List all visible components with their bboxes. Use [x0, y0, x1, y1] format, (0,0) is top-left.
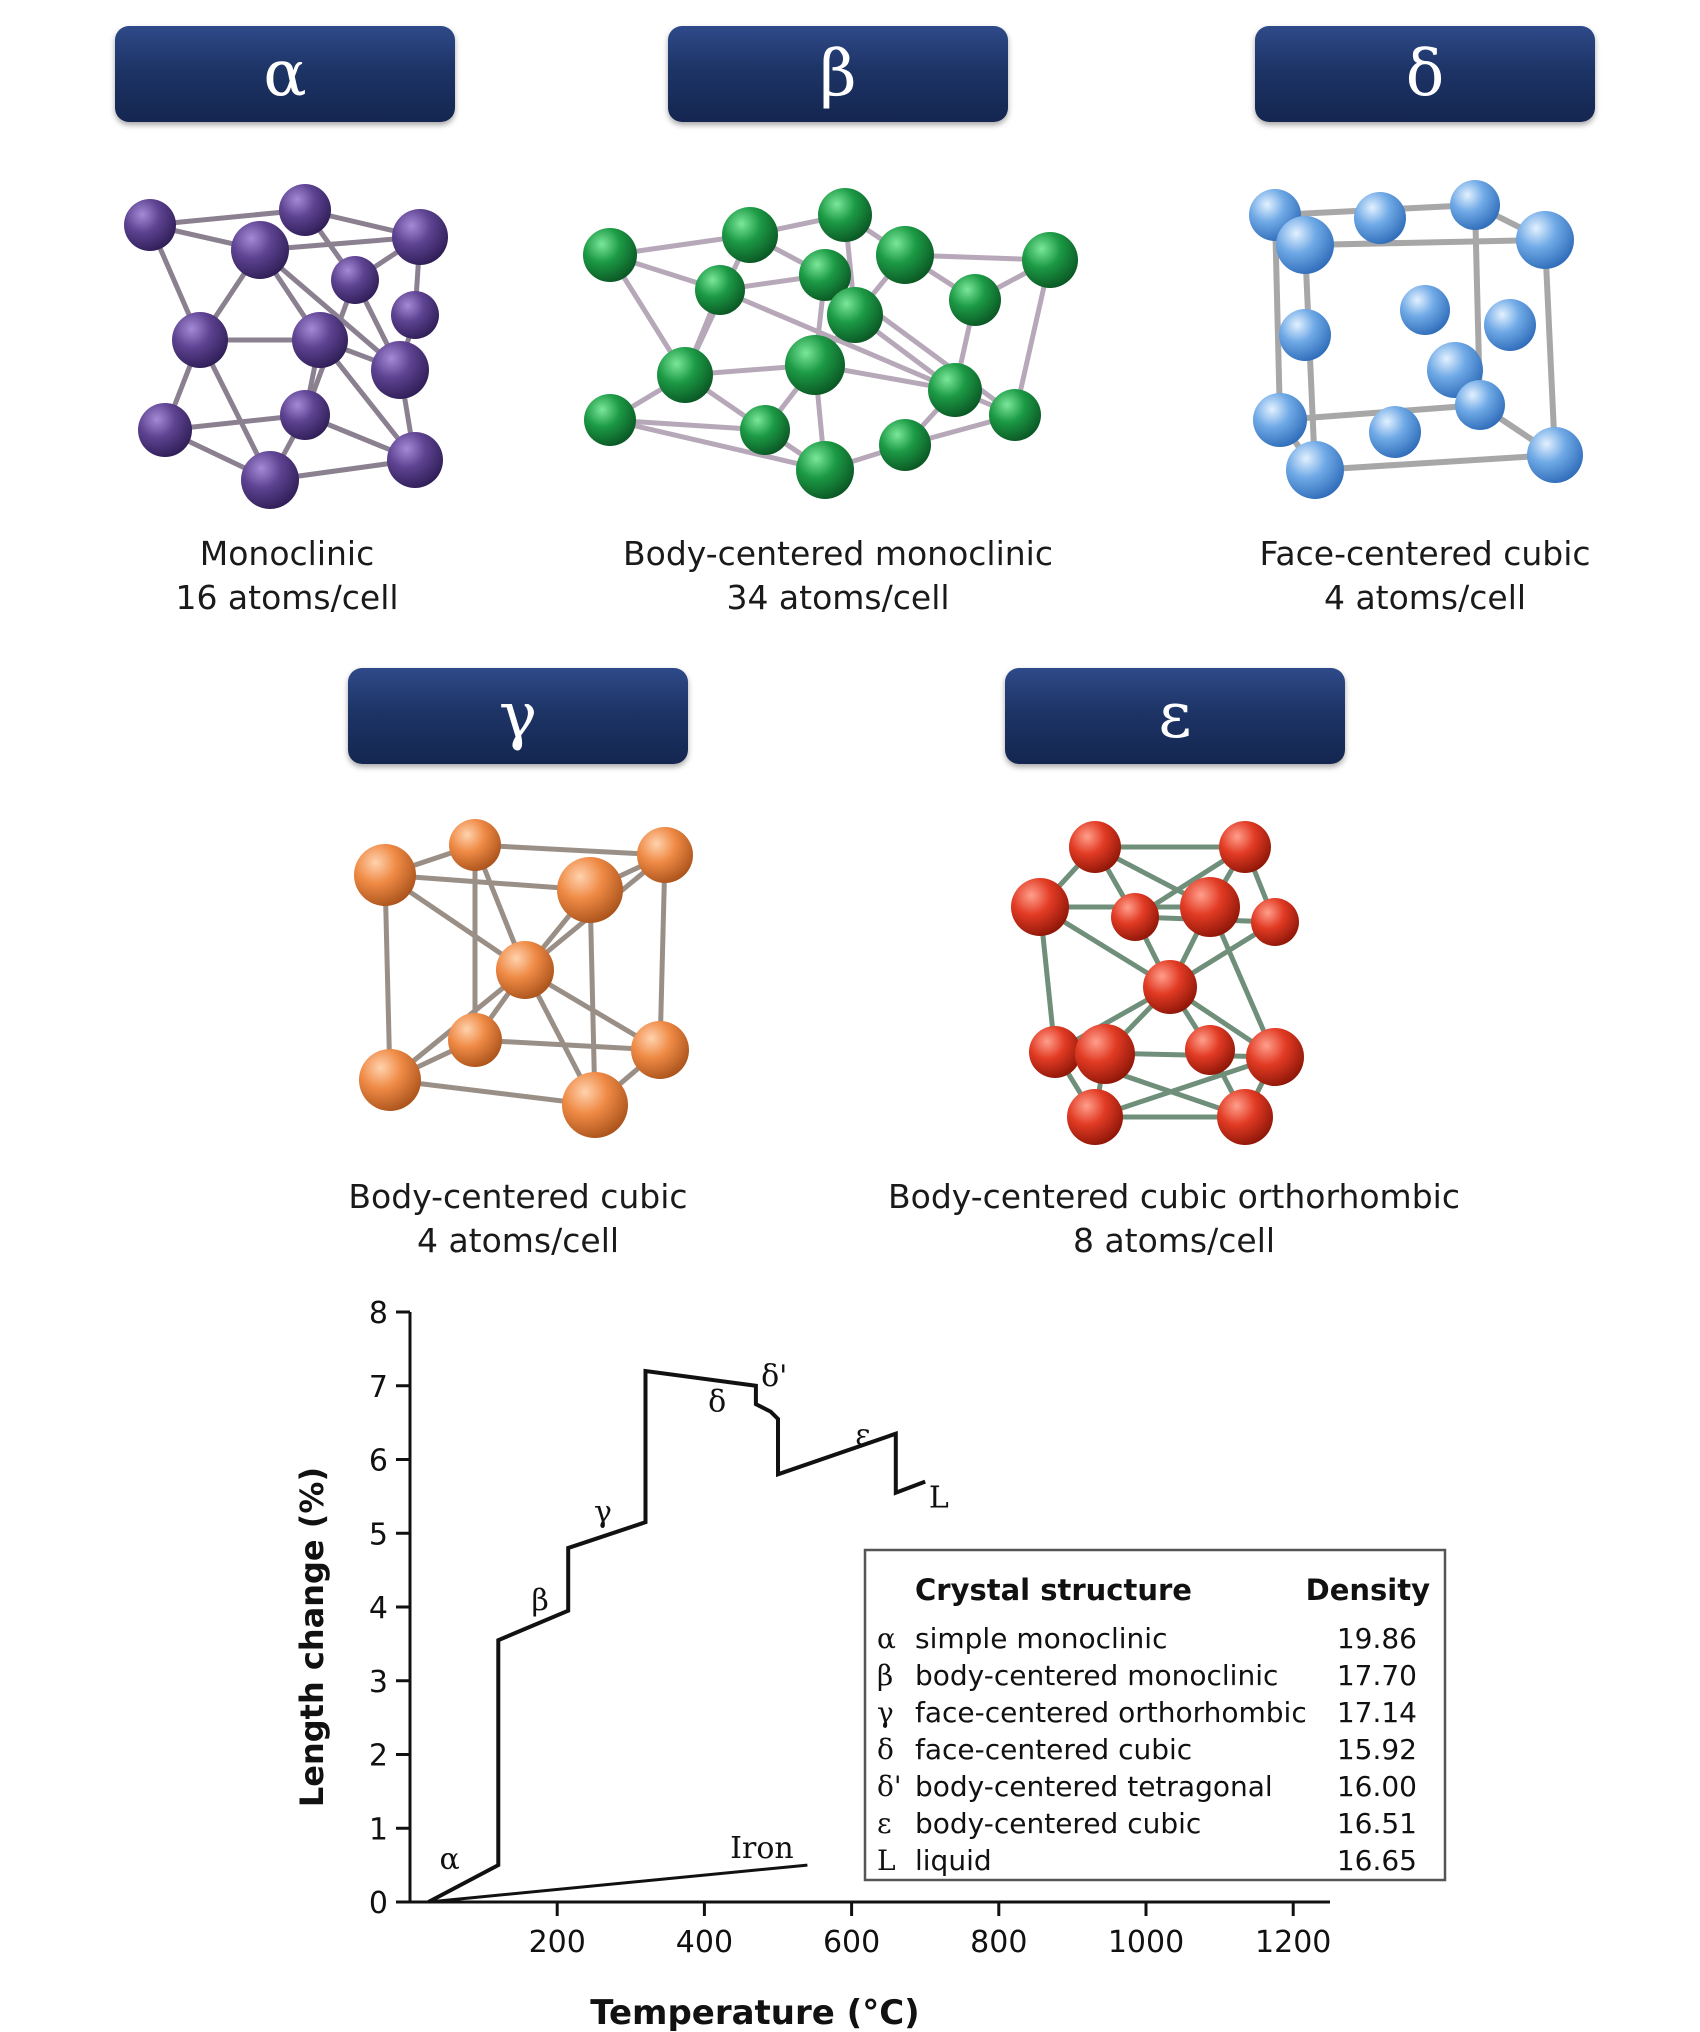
annotation-label: β: [531, 1584, 548, 1619]
annotation-label: δ: [708, 1385, 726, 1420]
annotation-label: ε: [855, 1418, 871, 1453]
x-tick-label: 1200: [1255, 1925, 1331, 1960]
y-axis-label: Length change (%): [293, 1467, 331, 1807]
delta-structure-name: Face-centered cubic: [1259, 534, 1591, 573]
table-row-symbol: ε: [877, 1807, 892, 1840]
table-row-structure: body-centered cubic: [915, 1807, 1201, 1840]
delta-symbol: δ: [1405, 37, 1445, 111]
y-tick-label: 7: [369, 1370, 388, 1405]
beta-atom-count: 34 atoms/cell: [726, 578, 950, 617]
table-row-structure: liquid: [915, 1844, 992, 1877]
epsilon-symbol: ε: [1158, 679, 1192, 753]
alpha-structure-name: Monoclinic: [199, 534, 375, 573]
chart-axes: 0 1 2 3 4 5 6 7 8 200 400 600 800 1000 1200Temperature…: [293, 1296, 1331, 2032]
alpha-atom-count: 16 atoms/cell: [175, 578, 399, 617]
x-tick-label: 400: [676, 1925, 733, 1960]
length-change-chart: 0 1 2 3 4 5 6 7 8 200 400 600 800 1000 1200Temperature…: [293, 1296, 1447, 2032]
table-row-symbol: α: [877, 1622, 896, 1655]
table-header-structure: Crystal structure: [915, 1573, 1192, 1607]
chart-series: [427, 1368, 926, 1904]
table-row-structure: face-centered orthorhombic: [915, 1696, 1307, 1729]
y-tick-label: 3: [369, 1665, 388, 1700]
table-row-symbol: δ: [877, 1733, 894, 1766]
x-tick-label: 1000: [1108, 1925, 1184, 1960]
table-row-structure: face-centered cubic: [915, 1733, 1192, 1766]
beta-caption: Body-centered monoclinic 34 atoms/cell: [538, 532, 1138, 620]
gamma-structure-image: [354, 819, 693, 1138]
annotation-label: γ: [594, 1495, 612, 1530]
table-row-structure: body-centered monoclinic: [915, 1659, 1278, 1692]
plutonium-length-curve: [427, 1368, 926, 1904]
annotation-label: δ': [761, 1359, 787, 1394]
y-tick-label: 0: [369, 1886, 388, 1921]
alpha-caption: Monoclinic 16 atoms/cell: [0, 532, 587, 620]
annotation-label: Iron: [730, 1831, 794, 1866]
delta-atom-count: 4 atoms/cell: [1323, 578, 1527, 617]
table-row-structure: body-centered tetragonal: [915, 1770, 1273, 1803]
density-table: Crystal structure Density α simple monoclin…: [863, 1548, 1447, 1882]
epsilon-header: ε: [1005, 668, 1345, 764]
y-tick-label: 4: [369, 1591, 388, 1626]
table-row-density: 16.51: [1337, 1807, 1417, 1840]
table-row-density: 16.65: [1337, 1844, 1417, 1877]
beta-header: β: [668, 26, 1008, 122]
x-axis-label: Temperature (°C): [590, 1993, 919, 2032]
x-tick-label: 800: [970, 1925, 1027, 1960]
gamma-symbol: γ: [498, 679, 538, 753]
x-tick-label: 600: [823, 1925, 880, 1960]
gamma-structure-name: Body-centered cubic: [348, 1177, 688, 1216]
y-tick-label: 2: [369, 1739, 388, 1774]
delta-structure-image: [1249, 180, 1583, 499]
table-row-density: 19.86: [1337, 1622, 1417, 1655]
annotation-label: α: [439, 1842, 459, 1877]
gamma-header: γ: [348, 668, 688, 764]
table-row-symbol: L: [877, 1844, 896, 1877]
alpha-header: α: [115, 26, 455, 122]
y-tick-label: 5: [369, 1517, 388, 1552]
beta-structure-name: Body-centered monoclinic: [623, 534, 1053, 573]
beta-symbol: β: [819, 37, 857, 111]
table-header-density: Density: [1306, 1573, 1430, 1607]
y-tick-label: 6: [369, 1444, 388, 1479]
epsilon-structure-image: [1011, 821, 1304, 1145]
x-tick-label: 200: [529, 1925, 586, 1960]
table-row-symbol: δ': [877, 1770, 902, 1803]
y-tick-label: 1: [369, 1812, 388, 1847]
table-row-density: 15.92: [1337, 1733, 1417, 1766]
alpha-structure-image: [124, 184, 448, 509]
gamma-atom-count: 4 atoms/cell: [416, 1221, 620, 1260]
table-row-density: 17.14: [1337, 1696, 1417, 1729]
table-row-structure: simple monoclinic: [915, 1622, 1167, 1655]
delta-header: δ: [1255, 26, 1595, 122]
beta-structure-image: [583, 188, 1078, 499]
iron-length-curve: [428, 1863, 808, 1904]
epsilon-atom-count: 8 atoms/cell: [1072, 1221, 1276, 1260]
table-row-symbol: β: [877, 1659, 893, 1692]
table-row-density: 16.00: [1337, 1770, 1417, 1803]
alpha-symbol: α: [263, 37, 307, 111]
annotation-label: L: [929, 1480, 949, 1515]
table-row-density: 17.70: [1337, 1659, 1417, 1692]
y-tick-label: 8: [369, 1296, 388, 1331]
epsilon-structure-name: Body-centered cubic orthorhombic: [888, 1177, 1460, 1216]
delta-caption: Face-centered cubic 4 atoms/cell: [1125, 532, 1700, 620]
density-table-frame: [863, 1548, 1447, 1882]
table-row-symbol: γ: [877, 1696, 894, 1729]
gamma-caption: Body-centered cubic 4 atoms/cell: [218, 1175, 818, 1263]
epsilon-caption: Body-centered cubic orthorhombic 8 atoms…: [874, 1175, 1474, 1263]
